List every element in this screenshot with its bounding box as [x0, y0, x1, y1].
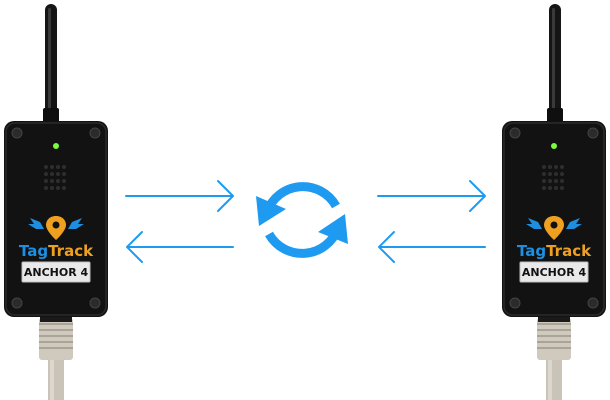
- status-led: [551, 143, 557, 149]
- arrow-left-icon: [126, 231, 234, 263]
- anchor-device-left: TagTrack ANCHOR 4: [0, 0, 112, 400]
- status-led: [53, 143, 59, 149]
- ethernet-cable: [39, 314, 73, 400]
- antenna: [547, 4, 563, 124]
- anchor-label-text: ANCHOR 4: [24, 266, 89, 279]
- speaker-grille: [542, 165, 564, 190]
- tagtrack-logo-icon: [28, 216, 84, 240]
- arrow-left-icon: [378, 231, 486, 263]
- brand-name: TagTrack: [517, 242, 592, 260]
- anchor-label-text: ANCHOR 4: [522, 266, 587, 279]
- brand-name: TagTrack: [19, 242, 94, 260]
- anchor-label: ANCHOR 4: [519, 261, 589, 283]
- ethernet-cable: [537, 314, 571, 400]
- sync-icon: [256, 182, 348, 258]
- tagtrack-logo-icon: [526, 216, 582, 240]
- speaker-grille: [44, 165, 66, 190]
- arrow-right-icon: [125, 180, 234, 212]
- arrow-right-icon: [377, 180, 486, 212]
- antenna: [43, 4, 59, 124]
- anchor-device-right: TagTrack ANCHOR 4: [498, 0, 610, 400]
- anchor-label: ANCHOR 4: [21, 261, 91, 283]
